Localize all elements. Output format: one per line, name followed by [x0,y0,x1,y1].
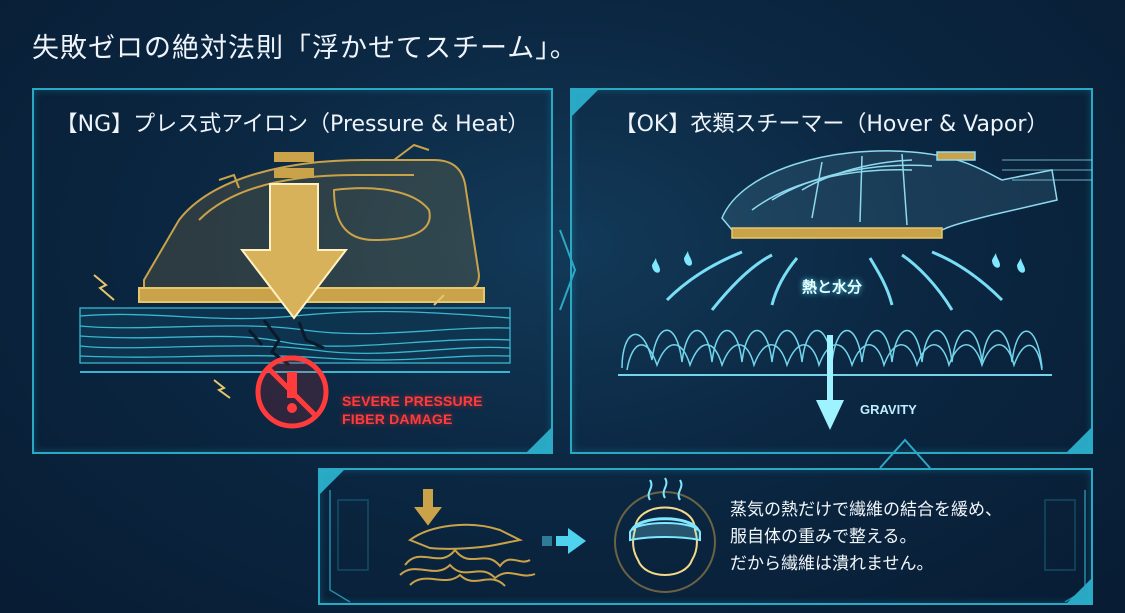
ok-heading: 【OK】衣類スチーマー（Hover & Vapor） [614,112,1049,137]
warning-line-2: FIBER DAMAGE [342,411,453,427]
steam-arrows [665,250,1004,311]
summary-line-1: 蒸気の熱だけで繊維の結合を緩め、 [730,500,1002,520]
warning-label: SEVERE PRESSURE FIBER DAMAGE [342,392,483,428]
steam-label: 熱と水分 [802,278,863,296]
page-title: 失敗ゼロの絶対法則「浮かせてスチーム」。 [32,33,578,64]
steamer-icon [721,150,1092,239]
warning-line-1: SEVERE PRESSURE [342,393,483,409]
water-drop-icon [652,251,1025,273]
summary-panel [318,468,1093,605]
ok-panel: 【OK】衣類スチーマー（Hover & Vapor） [570,88,1093,454]
corner-accent [525,426,553,454]
steamer-illustration [618,150,1092,430]
gravity-label: GRAVITY [860,402,917,417]
arrow-down-icon [239,152,349,320]
ng-panel: 【NG】プレス式アイロン（Pressure & Heat） [32,88,553,454]
corner-accent [1065,426,1093,454]
summary-line-3: だから繊維は潰れません。 [730,554,934,574]
corner-accent [570,88,600,118]
corner-accent [318,468,346,496]
ng-heading: 【NG】プレス式アイロン（Pressure & Heat） [55,112,530,137]
spark-icon [93,274,445,399]
fabric-fibers [618,329,1052,376]
prohibited-icon [255,355,329,429]
hand-press-icon [399,489,536,587]
chevron-right-icon [559,229,577,311]
arrow-right-icon [542,528,586,554]
summary-line-2: 服自体の重みで整える。 [730,527,917,547]
gravity-arrow-icon [816,335,844,430]
connector-notch [879,438,931,469]
head-towel-icon [614,477,716,593]
summary-text: 蒸気の熱だけで繊維の結合を緩め、 服自体の重みで整える。 だから繊維は潰れません… [730,497,1002,578]
summary-illustration [329,477,1086,603]
iron-illustration [79,143,511,429]
